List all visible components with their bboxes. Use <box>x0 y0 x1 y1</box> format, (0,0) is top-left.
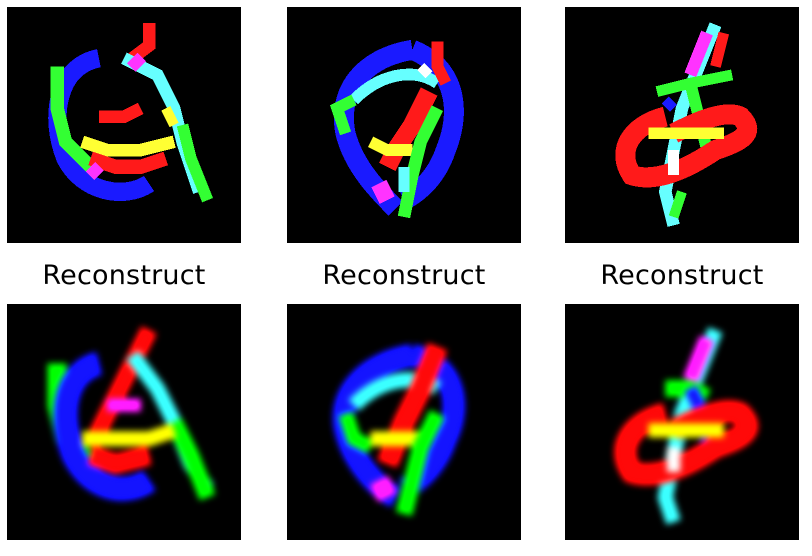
original-image-1 <box>7 7 241 243</box>
reconstruction-image-2 <box>287 304 521 540</box>
reconstruct-caption-1: Reconstruct <box>42 260 206 291</box>
original-image-3 <box>565 7 799 243</box>
reconstruction-image-1 <box>7 304 241 540</box>
original-image-2 <box>287 7 521 243</box>
reconstruct-caption-2: Reconstruct <box>322 260 486 291</box>
reconstruction-image-3 <box>565 304 799 540</box>
reconstruct-caption-3: Reconstruct <box>600 260 764 291</box>
